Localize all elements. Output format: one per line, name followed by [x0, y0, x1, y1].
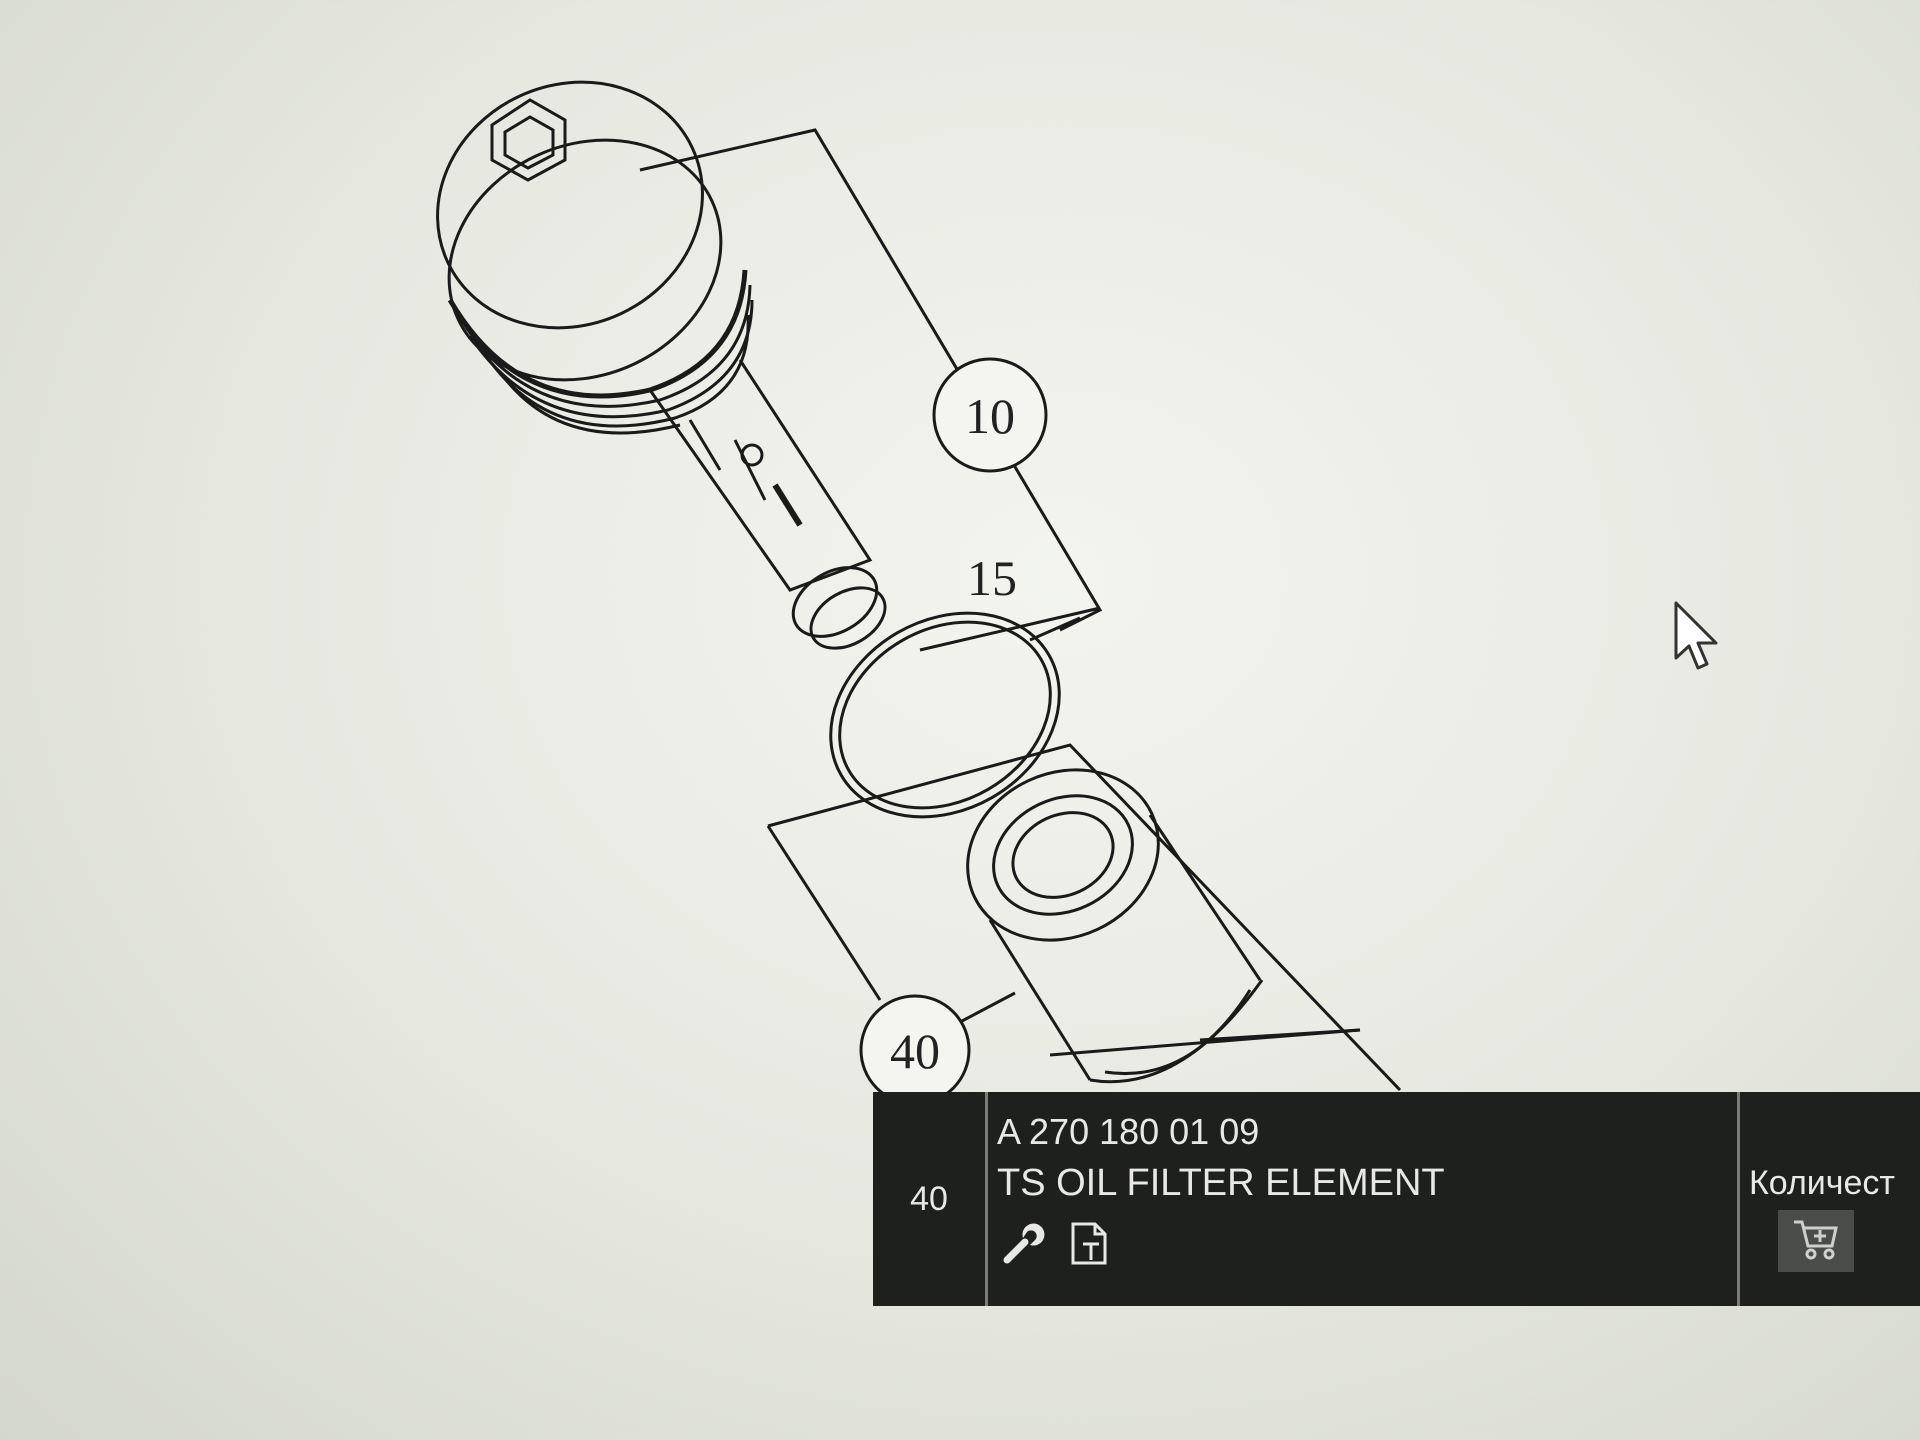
callout-40[interactable]: 40 [859, 994, 971, 1106]
part-number: A 270 180 01 09 [997, 1111, 1260, 1152]
mouse-cursor-icon [1674, 601, 1718, 670]
oil-filter-cap-drawing [436, 80, 887, 650]
callout-40-label: 40 [890, 1023, 940, 1079]
tooltip-divider [985, 1092, 988, 1306]
seal-ring-drawing [829, 611, 1061, 819]
part-actions [997, 1218, 1717, 1268]
part-info-tooltip: 40 A 270 180 01 09 TS OIL FILTER ELEMENT… [873, 1092, 1920, 1306]
wrench-icon[interactable] [997, 1218, 1047, 1268]
document-icon[interactable] [1065, 1218, 1115, 1268]
position-number: 40 [910, 1179, 948, 1218]
callout-15-label: 15 [967, 550, 1017, 606]
oil-filter-element-drawing [966, 768, 1264, 1084]
callout-15[interactable]: 15 [967, 550, 1017, 606]
callout-10[interactable]: 10 [932, 357, 1048, 473]
assembly-plate-lower [767, 743, 1402, 1092]
part-description: TS OIL FILTER ELEMENT [997, 1162, 1445, 1204]
tooltip-divider [1737, 1092, 1740, 1306]
add-to-cart-button[interactable] [1778, 1210, 1854, 1272]
quantity-label: Количест [1749, 1164, 1895, 1202]
cart-icon [1790, 1216, 1842, 1267]
part-details: A 270 180 01 09 TS OIL FILTER ELEMENT [997, 1110, 1717, 1268]
callout-10-label: 10 [965, 388, 1015, 444]
